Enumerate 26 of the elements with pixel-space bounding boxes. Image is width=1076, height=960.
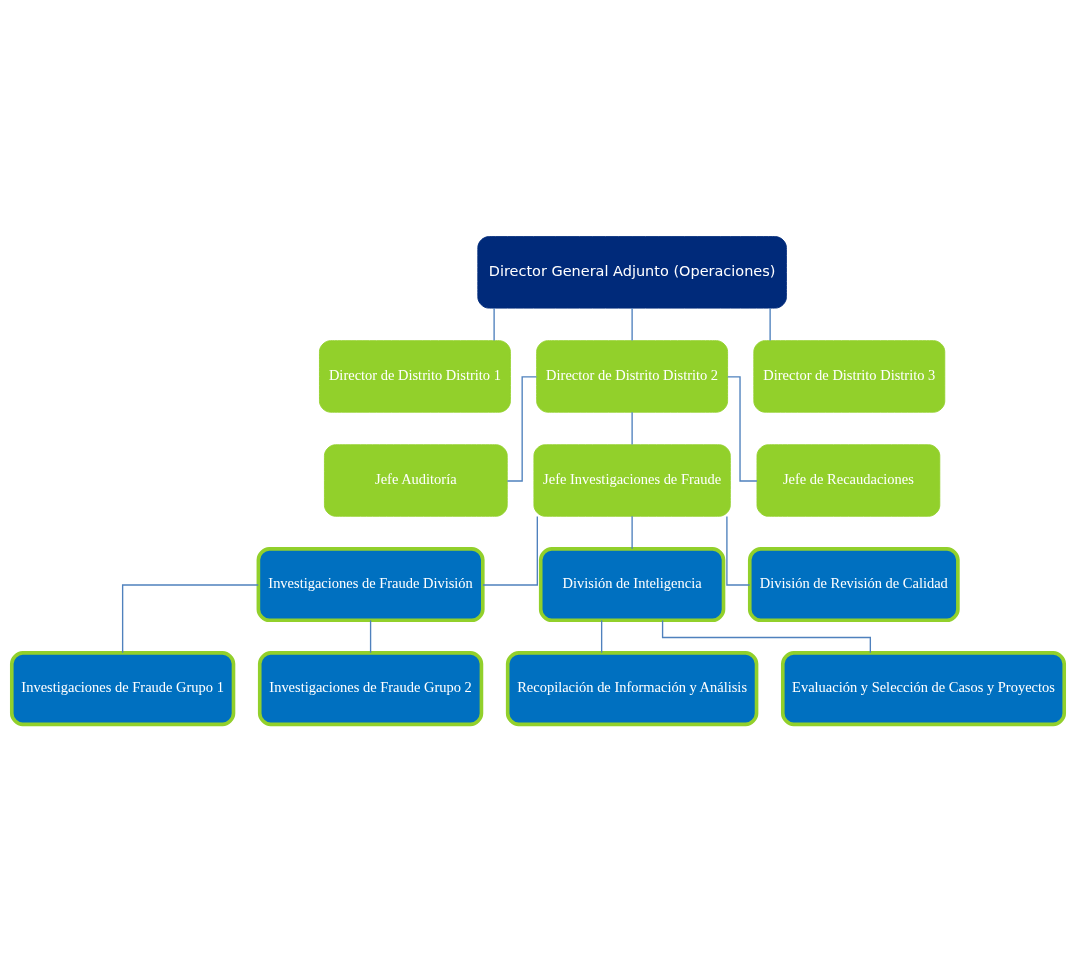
node-box: Director de Distrito Distrito 1 [319, 339, 511, 413]
node-box: Investigaciones de Fraude Grupo 2 [257, 650, 484, 726]
connector [631, 411, 633, 445]
connector [600, 619, 603, 653]
connector [482, 515, 538, 586]
connector [369, 619, 372, 653]
node-box: División de Inteligencia [538, 546, 726, 622]
node-box: Jefe Auditoría [324, 443, 508, 517]
connector [631, 307, 633, 341]
connector [661, 619, 871, 654]
node-box: Jefe Investigaciones de Fraude [533, 443, 731, 517]
node-box: Investigaciones de Fraude Grupo 1 [9, 650, 236, 726]
connector [631, 515, 633, 549]
connector [493, 307, 495, 341]
node-box: División de Revisión de Calidad [747, 546, 960, 622]
node-box: Investigaciones de Fraude División [256, 546, 485, 622]
node-box: Director de Distrito Distrito 2 [536, 339, 729, 413]
node-box: Jefe de Recaudaciones [756, 443, 941, 517]
connector [769, 307, 771, 341]
node-box: Evaluación y Selección de Casos y Proyectos [781, 650, 1067, 726]
node-box: Recopilación de Información y Análisis [505, 650, 759, 726]
node-box: Director General Adjunto (Operaciones) [477, 235, 787, 309]
connector [121, 583, 259, 653]
node-box: Director de Distrito Distrito 3 [753, 339, 946, 413]
connector [726, 515, 751, 586]
connector [506, 375, 538, 482]
